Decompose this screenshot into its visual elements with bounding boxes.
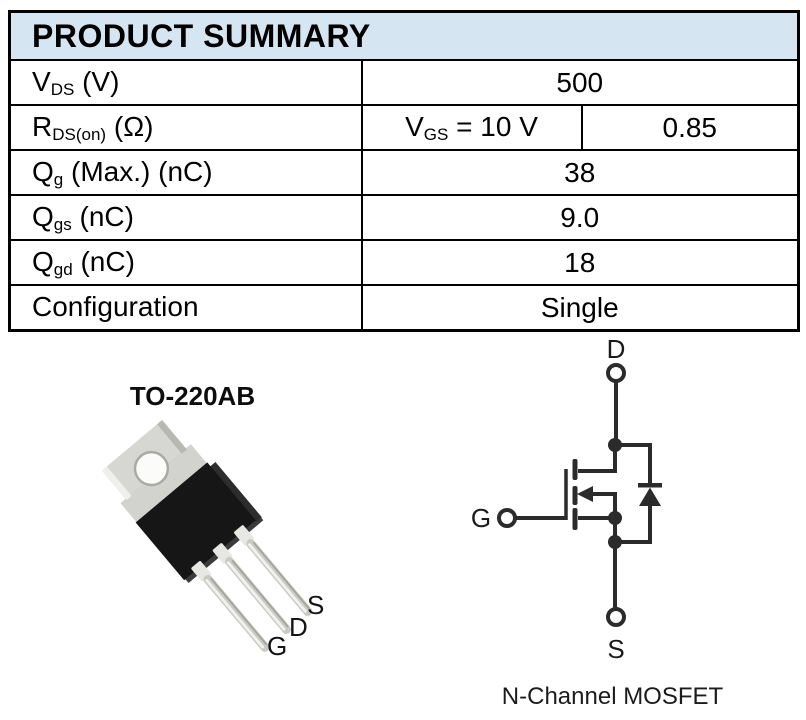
label-unit: (Max.) (nC) [63, 155, 213, 187]
terminal-circle-drain [606, 363, 626, 383]
row-value-vds: 500 [360, 59, 800, 106]
body-diode-icon [639, 487, 661, 506]
lead-gate-highlight [205, 579, 265, 649]
to220-tab-highlight [101, 466, 132, 501]
junction-dot-drain [608, 438, 622, 452]
label-subscript: g [53, 169, 64, 189]
table-title: PRODUCT SUMMARY [8, 10, 800, 61]
row-value-qgd: 18 [360, 239, 800, 286]
row-condition-rdson: VGS = 10 V [360, 104, 583, 151]
lead-gate [203, 574, 270, 652]
channel-bar-body [572, 486, 578, 505]
row-label-qgd: Qgd (nC) [8, 239, 363, 286]
package-pin-label-source: S [307, 590, 325, 620]
label-subscript: gd [53, 259, 73, 279]
label-base: Q [32, 155, 54, 187]
label-unit: (Ω) [106, 110, 154, 142]
lead-source [246, 539, 313, 616]
to220-body [135, 462, 256, 581]
terminal-circle-gate [497, 508, 517, 528]
lead-drain [224, 557, 291, 634]
label-unit: (nC) [72, 245, 135, 277]
schematic-caption: N-Channel MOSFET [501, 683, 724, 710]
channel-bar-source [572, 508, 578, 530]
cond-subscript: GS [423, 124, 449, 144]
label-subscript: DS(on) [52, 124, 107, 144]
lead-drain-edge [231, 560, 289, 628]
label-base: R [32, 110, 53, 142]
package-pin-label-gate: G [267, 631, 288, 661]
table-row-qg: Qg (Max.) (nC) 38 [8, 149, 800, 196]
mosfet-schematic-figure: D G S [471, 334, 662, 664]
table-header-row: PRODUCT SUMMARY [8, 10, 800, 61]
wire-diode-bottom [615, 506, 652, 544]
row-value-configuration: Single [360, 284, 800, 332]
to220-tab-ears [120, 444, 210, 526]
terminal-label-source: S [607, 634, 624, 664]
label-subscript: DS [50, 79, 75, 99]
label-subscript: gs [53, 214, 72, 234]
lead-gate-edge [210, 578, 267, 646]
junction-dot-diode [608, 535, 622, 549]
table-row-configuration: Configuration Single [8, 284, 800, 332]
cond-base: V [405, 110, 424, 142]
row-value-qgs: 9.0 [360, 194, 800, 241]
table-row-qgd: Qgd (nC) 18 [8, 239, 800, 286]
terminal-label-gate: G [471, 503, 491, 533]
wire-diode-top [615, 443, 652, 483]
label-base: Configuration [32, 290, 199, 322]
body-arrow-icon [577, 486, 593, 502]
lead-source-edge [253, 542, 310, 610]
row-value-rdson: 0.85 [580, 104, 800, 151]
package-title: TO-220AB [129, 381, 256, 411]
table-row-rdson: RDS(on) (Ω) VGS = 10 V 0.85 [8, 104, 800, 151]
label-unit: (nC) [71, 200, 134, 232]
row-value-qg: 38 [360, 149, 800, 196]
package-pin-label-drain: D [289, 612, 308, 642]
lead-source-highlight [248, 543, 307, 613]
terminal-circle-source [606, 607, 626, 627]
table-row-vds: VDS (V) 500 [8, 59, 800, 106]
row-label-vds: VDS (V) [8, 59, 363, 106]
to220-body-side-face [209, 461, 262, 523]
to220-package-figure [101, 420, 313, 652]
terminal-label-drain: D [607, 334, 626, 364]
label-unit: (V) [74, 65, 120, 97]
to220-tab-shade [157, 420, 187, 454]
cond-rest: = 10 V [448, 110, 538, 142]
junction-dot-source [608, 511, 622, 525]
mosfet-symbol [572, 438, 662, 549]
diode-cathode-bar [638, 483, 662, 488]
table-row-qgs: Qgs (nC) 9.0 [8, 194, 800, 241]
row-label-qg: Qg (Max.) (nC) [8, 149, 363, 196]
lead-drain-highlight [226, 561, 286, 631]
wire-body-connection [593, 492, 617, 518]
product-summary-table: PRODUCT SUMMARY VDS (V) 500 RDS(on) (Ω) … [8, 10, 800, 332]
row-label-rdson: RDS(on) (Ω) [8, 104, 363, 151]
label-base: Q [32, 245, 54, 277]
label-base: V [32, 65, 51, 97]
label-base: Q [32, 200, 54, 232]
row-label-configuration: Configuration [8, 284, 363, 332]
channel-bar-drain [572, 459, 578, 480]
to220-mounting-hole [133, 450, 170, 487]
row-label-qgs: Qgs (nC) [8, 194, 363, 241]
wire-drain-to-channel [578, 445, 617, 473]
